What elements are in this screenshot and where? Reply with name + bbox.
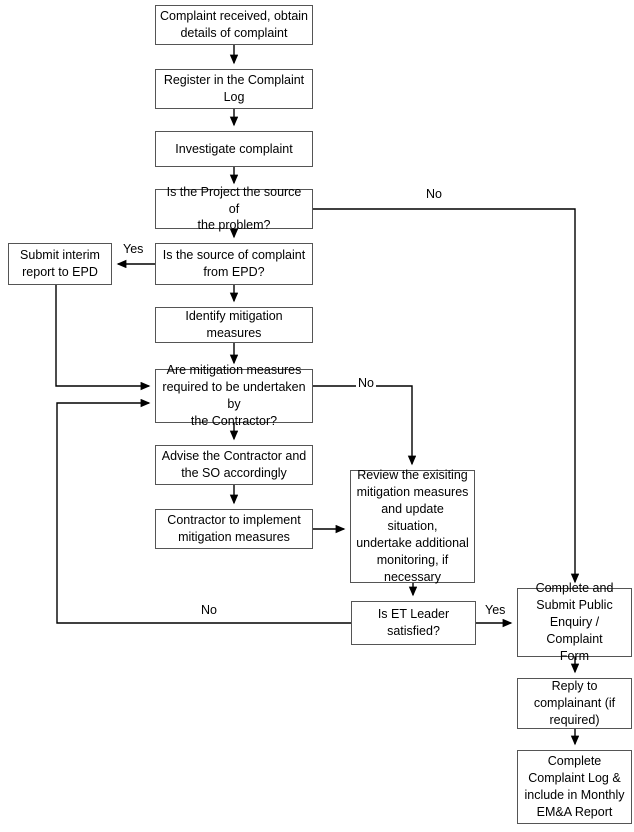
node-label: Review the exisiting mitigation measures…	[356, 468, 469, 584]
node-label: Contractor to implement mitigation measu…	[167, 513, 301, 544]
node-label: Advise the Contractor and the SO accordi…	[161, 449, 307, 480]
node-label: Complete and Submit Public Enquiry / Com…	[535, 581, 614, 663]
node-complete_log_report[interactable]: Complete Complaint Log & include in Mont…	[517, 750, 632, 824]
connector-submit-to-mitigation	[55, 285, 151, 391]
edge-label-label_et_no: No	[199, 603, 219, 617]
node-et_leader_satisfied[interactable]: Is ET Leader satisfied?	[351, 601, 476, 645]
node-label: Complaint received, obtain details of co…	[160, 9, 308, 40]
node-register_log[interactable]: Register in the Complaint Log	[155, 69, 313, 109]
node-review_existing[interactable]: Review the exisiting mitigation measures…	[350, 468, 475, 584]
node-advise_contractor[interactable]: Advise the Contractor and the SO accordi…	[155, 445, 313, 485]
node-project_source[interactable]: Is the Project the source of the problem…	[155, 185, 313, 232]
connector-group	[55, 45, 580, 746]
node-label: Is the Project the source of the problem…	[166, 184, 302, 233]
node-label: Identify mitigation measures	[185, 309, 283, 340]
node-label: Complete Complaint Log & include in Mont…	[524, 754, 625, 819]
node-complaint_received[interactable]: Complaint received, obtain details of co…	[155, 5, 313, 45]
edge-label-label_mitigation_no: No	[356, 376, 376, 390]
edge-label-label_epd_yes: Yes	[121, 242, 146, 256]
node-reply_complainant[interactable]: Reply to complainant (if required)	[517, 678, 632, 729]
node-label: Submit interim report to EPD	[20, 248, 100, 279]
node-identify_mitigation[interactable]: Identify mitigation measures	[155, 307, 313, 343]
node-label: Is the source of complaint from EPD?	[162, 248, 306, 279]
node-label: Reply to complainant (if required)	[533, 679, 616, 727]
node-label: Are mitigation measures required to be u…	[162, 363, 306, 428]
node-investigate[interactable]: Investigate complaint	[155, 131, 313, 167]
node-label: Is ET Leader satisfied?	[377, 607, 450, 638]
node-label: Investigate complaint	[175, 141, 293, 156]
node-complete_submit_form[interactable]: Complete and Submit Public Enquiry / Com…	[517, 581, 632, 663]
connector-mitigation-no-to-review	[313, 385, 417, 466]
edge-label-label_project_no: No	[424, 187, 444, 201]
node-source_epd[interactable]: Is the source of complaint from EPD?	[155, 243, 313, 285]
node-label: Register in the Complaint Log	[163, 73, 305, 104]
node-submit_interim[interactable]: Submit interim report to EPD	[8, 243, 112, 285]
node-contractor_implement[interactable]: Contractor to implement mitigation measu…	[155, 509, 313, 549]
node-mitigation_required[interactable]: Are mitigation measures required to be u…	[155, 363, 313, 428]
edge-label-label_et_yes: Yes	[483, 603, 508, 617]
